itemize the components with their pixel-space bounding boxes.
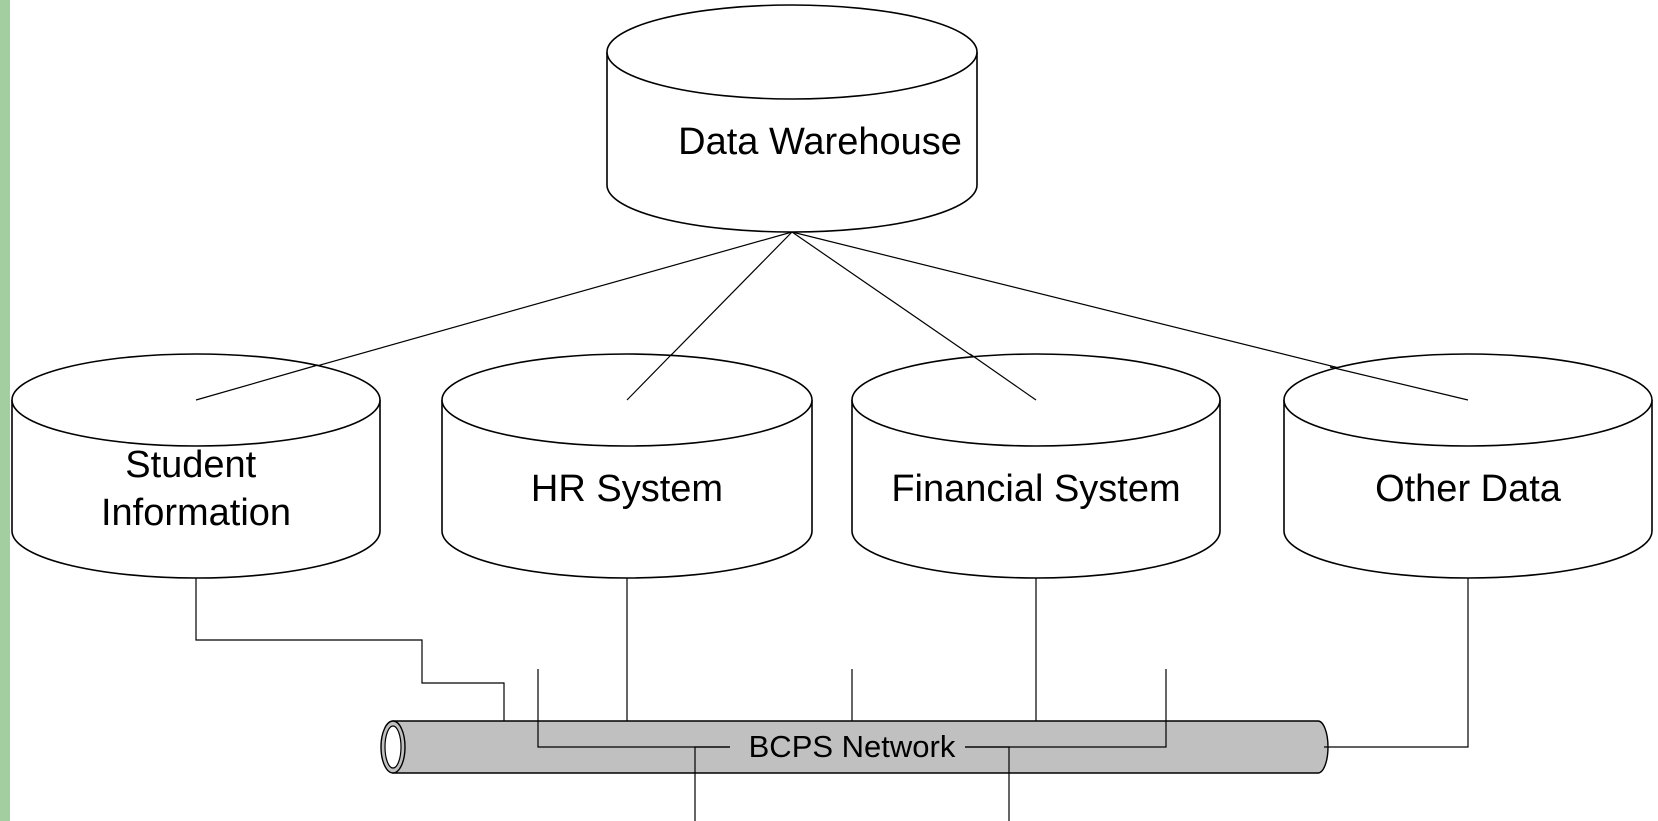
- connector-end-student: [195, 364, 319, 401]
- connector-right-drop: [965, 669, 1167, 748]
- network-pipe-body: [392, 720, 1329, 774]
- connector-end-other: [1329, 366, 1469, 401]
- other-data-label: Other Data: [1375, 468, 1562, 510]
- other-data-database[interactable]: Other Data: [1283, 353, 1653, 579]
- hr-system-database[interactable]: HR System: [441, 353, 813, 579]
- left-accent-strip: [0, 0, 10, 821]
- bcps-network-label: BCPS Network: [749, 729, 956, 764]
- bcps-network-pipe[interactable]: [380, 720, 1329, 774]
- connector-student-network: [195, 578, 505, 721]
- network-connectors: [195, 578, 1469, 821]
- connector-bottom-right: [965, 746, 1010, 821]
- financial-system-label: Financial System: [891, 468, 1180, 510]
- connector-bottom-left: [694, 746, 730, 821]
- network-pipe-left-cap-inner: [384, 725, 402, 769]
- financial-system-database[interactable]: Financial System: [851, 353, 1221, 579]
- student-information-label-line1: Student: [125, 444, 256, 486]
- connector-other-network: [1324, 578, 1469, 748]
- student-information-label-line2: Information: [101, 492, 291, 534]
- connector-end-hr: [626, 353, 673, 401]
- connector-end-financial: [969, 353, 1037, 401]
- data-warehouse-top: [606, 4, 978, 100]
- warehouse-connectors: [195, 231, 1469, 401]
- data-warehouse-label: Data Warehouse: [678, 121, 962, 163]
- student-information-database[interactable]: Student Information: [11, 353, 381, 579]
- connector-left-drop: [537, 669, 730, 748]
- data-warehouse-body: [606, 52, 978, 233]
- student-information-label: Student Information: [101, 444, 291, 534]
- data-warehouse-database[interactable]: Data Warehouse: [606, 4, 978, 233]
- hr-system-label: HR System: [531, 468, 723, 510]
